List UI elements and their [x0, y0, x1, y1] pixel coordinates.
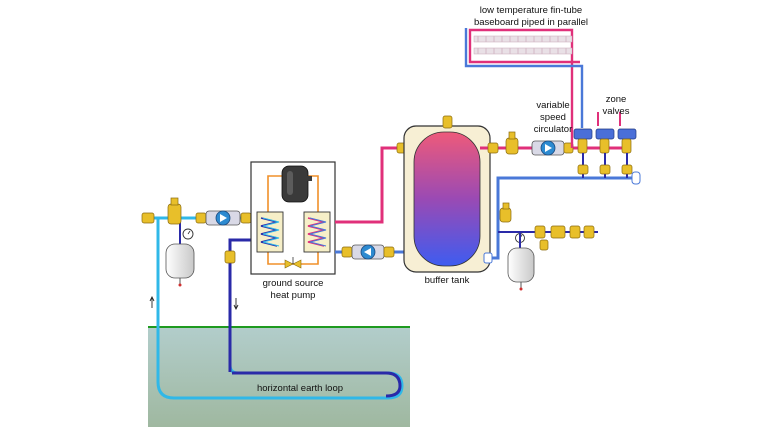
zone-valve-icon [573, 128, 593, 154]
zone-return-valves [577, 153, 633, 178]
isolation-valve-supply-dist [487, 142, 499, 154]
expansion-tank-icon [165, 243, 195, 287]
air-separator [167, 197, 182, 225]
baseboard-label-1: low temperature fin-tube [480, 5, 582, 16]
circulator-label-3: circulator [534, 124, 573, 135]
fill-valve-assembly [534, 225, 595, 251]
isolation-valve-left-2 [240, 212, 252, 224]
evaporator-icon [256, 211, 284, 253]
air-vent-tank [442, 115, 453, 129]
zone-valve-icon [617, 128, 637, 154]
baseboard-fin-tube [473, 35, 573, 55]
header-end-cap [631, 171, 641, 185]
baseboard-return-pipe [464, 28, 584, 128]
expansion-valve-icon [284, 257, 302, 269]
arrow-icon [233, 298, 239, 311]
buffer-tank-vessel [413, 131, 481, 267]
isolation-valve-hp-return [341, 246, 353, 258]
pump-icon [205, 210, 241, 226]
expansion-tank-icon [507, 247, 535, 291]
buffer-tank-label: buffer tank [425, 275, 470, 286]
isolation-valve-left [195, 212, 207, 224]
baseboard-supply-pipe [468, 28, 580, 148]
loop-return-pipe [228, 238, 256, 246]
heat-pump-label-2: heat pump [271, 290, 316, 301]
isolation-valve-hp-return-2 [383, 246, 395, 258]
purge-valve-left [141, 212, 155, 224]
circulator-label-2: speed [540, 112, 566, 123]
earth-loop-inner [228, 246, 402, 398]
pump-icon [351, 244, 385, 260]
baseboard-label-2: baseboard piped in parallel [474, 17, 588, 28]
earth-loop-label: horizontal earth loop [257, 383, 343, 394]
heat-pump-label-1: ground source [263, 278, 324, 289]
ground-area [148, 327, 410, 427]
condenser-icon [303, 211, 331, 253]
purge-valve-right [499, 202, 512, 223]
zone-valves-label-2: valves [603, 106, 630, 117]
check-valve-loop [224, 250, 236, 264]
zone-valve-icon [595, 128, 615, 154]
tank-return-connector [483, 252, 493, 264]
gauge-icon [182, 228, 194, 240]
pump-icon [531, 140, 565, 156]
flow-check-supply [505, 131, 519, 155]
zone-valves-label-1: zone [606, 94, 627, 105]
compressor-icon [281, 165, 312, 203]
circulator-label-1: variable [536, 100, 569, 111]
arrow-icon [149, 295, 155, 308]
